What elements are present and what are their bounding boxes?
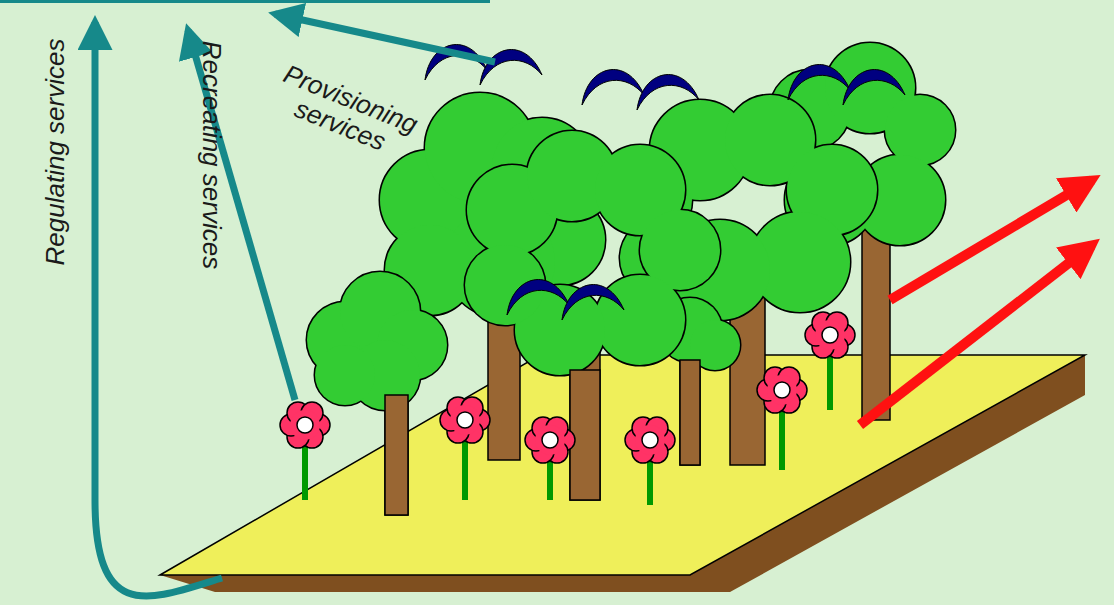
ground [160, 355, 1085, 575]
service-label: Recreating services [198, 5, 226, 305]
soil [160, 355, 1085, 592]
service-label: Provisioning services [258, 55, 432, 169]
service-label: Regulating services [41, 2, 69, 302]
